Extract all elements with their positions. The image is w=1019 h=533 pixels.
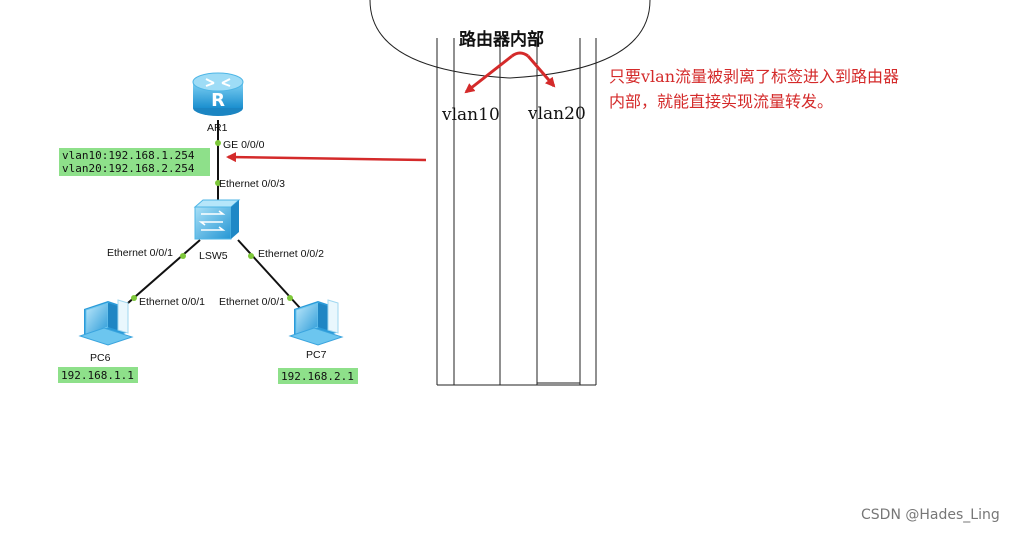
port-dot-pc7-e001 [287,295,293,301]
pc6-name: PC6 [90,352,111,364]
port-dot-sw-e002 [248,253,254,259]
pc7-ip: 192.168.2.1 [281,370,354,383]
router-ip-highlight [59,148,210,176]
pointer-arrow [226,152,427,163]
port-dot-pc6-e001 [131,295,137,301]
port-dot-ge000 [215,140,221,146]
switch-icon[interactable] [193,199,241,240]
router-name: AR1 [207,122,228,134]
pc6-ip: 192.168.1.1 [61,369,134,382]
forward-arrow-right [526,55,556,88]
switch-port-e002: Ethernet 0/0/2 [258,248,324,260]
switch-port-e003: Ethernet 0/0/3 [219,178,285,190]
vlan10-label: vlan10 [441,105,500,125]
interior-title: 路由器内部 [459,29,544,50]
pc7-name: PC7 [306,349,327,361]
note-line-2: 内部，就能直接实现流量转发。 [609,92,833,111]
forward-arrow-join [511,51,529,58]
router-icon[interactable]: R [192,72,244,116]
router-ip-vlan10: vlan10:192.168.1.254 [62,149,195,162]
forward-arrow-left [464,54,513,94]
pc6-port-e001: Ethernet 0/0/1 [139,296,205,308]
svg-text:R: R [211,90,225,111]
pc7-icon[interactable] [288,299,344,346]
switch-port-e001: Ethernet 0/0/1 [107,247,173,259]
pc6-icon[interactable] [78,299,134,346]
router-ip-vlan20: vlan20:192.168.2.254 [62,162,195,175]
router-interior-arc [369,0,651,79]
watermark: CSDN @Hades_Ling [861,507,1000,523]
pc7-port-e001: Ethernet 0/0/1 [219,296,285,308]
pc7-ip-highlight [278,368,358,384]
router-port-ge000: GE 0/0/0 [223,139,265,151]
port-dot-sw-e001 [180,253,186,259]
switch-name: LSW5 [199,250,228,262]
port-dot-sw-e003 [215,180,221,186]
pc6-ip-highlight [58,367,138,383]
note-line-1: 只要vlan流量被剥离了标签进入到路由器 [609,67,899,86]
vlan20-label: vlan20 [527,104,586,124]
